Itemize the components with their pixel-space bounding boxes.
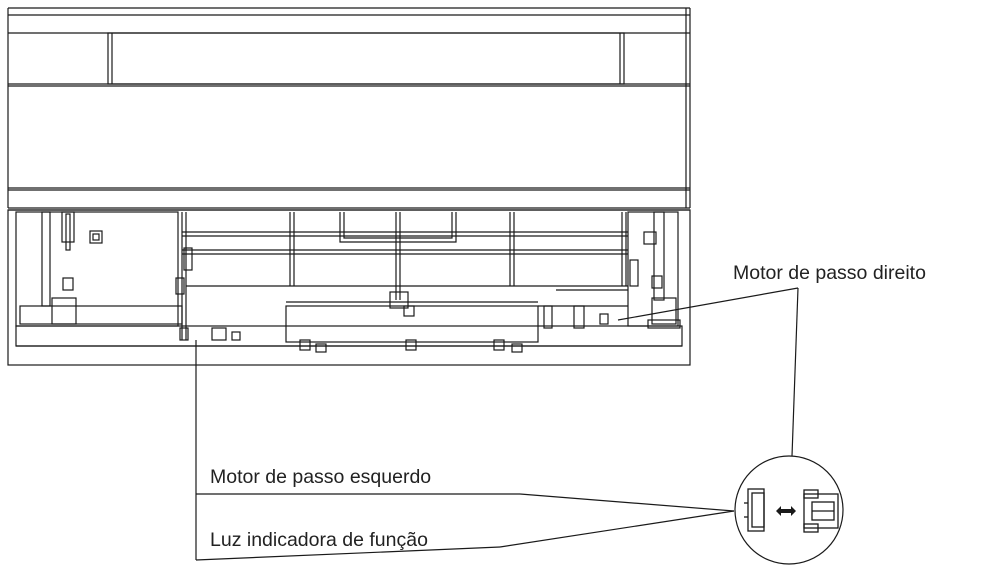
callout-lines [195,287,799,561]
unit-lower-housing [7,209,691,366]
bidirectional-arrow-icon [776,506,796,516]
connector-plug-icon [803,489,839,533]
connector-detail [734,455,844,565]
unit-top-panel [7,7,691,211]
left-stepper-motor-label: Motor de passo esquerdo [210,466,432,488]
function-indicator-light-label: Luz indicadora de função [210,529,428,551]
right-stepper-motor-label: Motor de passo direito [733,262,926,284]
connector-socket-icon [744,488,765,532]
